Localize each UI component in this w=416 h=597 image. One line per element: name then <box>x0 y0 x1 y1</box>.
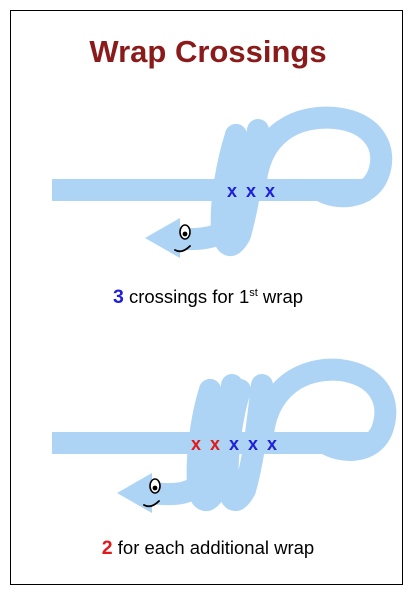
caption-first-text: crossings for 1 <box>128 286 250 307</box>
rope-arrow-head <box>145 218 180 258</box>
crossing-mark: x <box>265 181 275 201</box>
caption-first-sup: st <box>249 287 258 299</box>
rope-working-end <box>159 124 247 251</box>
page-title: Wrap Crossings <box>89 34 327 69</box>
rope-working-end <box>139 379 221 506</box>
caption-first-number: 3 <box>112 286 124 308</box>
crossing-mark: x <box>267 434 277 454</box>
crossing-mark: x <box>246 181 256 201</box>
rope-arrow-head <box>117 473 152 513</box>
caption-first-wrap: 3 crossings for 1st wrap <box>0 286 416 309</box>
caption-second-text: for each additional wrap <box>117 537 315 558</box>
crossing-mark: x <box>227 181 237 201</box>
rope-loop <box>244 106 393 208</box>
caption-additional-wrap: 2 for each additional wrap <box>0 537 416 560</box>
rope-face-icon <box>143 478 161 508</box>
rope-loop <box>251 358 397 461</box>
crossing-mark: x <box>229 434 239 454</box>
crossing-mark: x <box>248 434 258 454</box>
crossing-mark: x <box>210 434 220 454</box>
crossing-mark: x <box>191 434 201 454</box>
caption-first-text-end: wrap <box>257 286 304 307</box>
caption-second-number: 2 <box>101 537 113 559</box>
rope-face-icon <box>174 224 191 253</box>
